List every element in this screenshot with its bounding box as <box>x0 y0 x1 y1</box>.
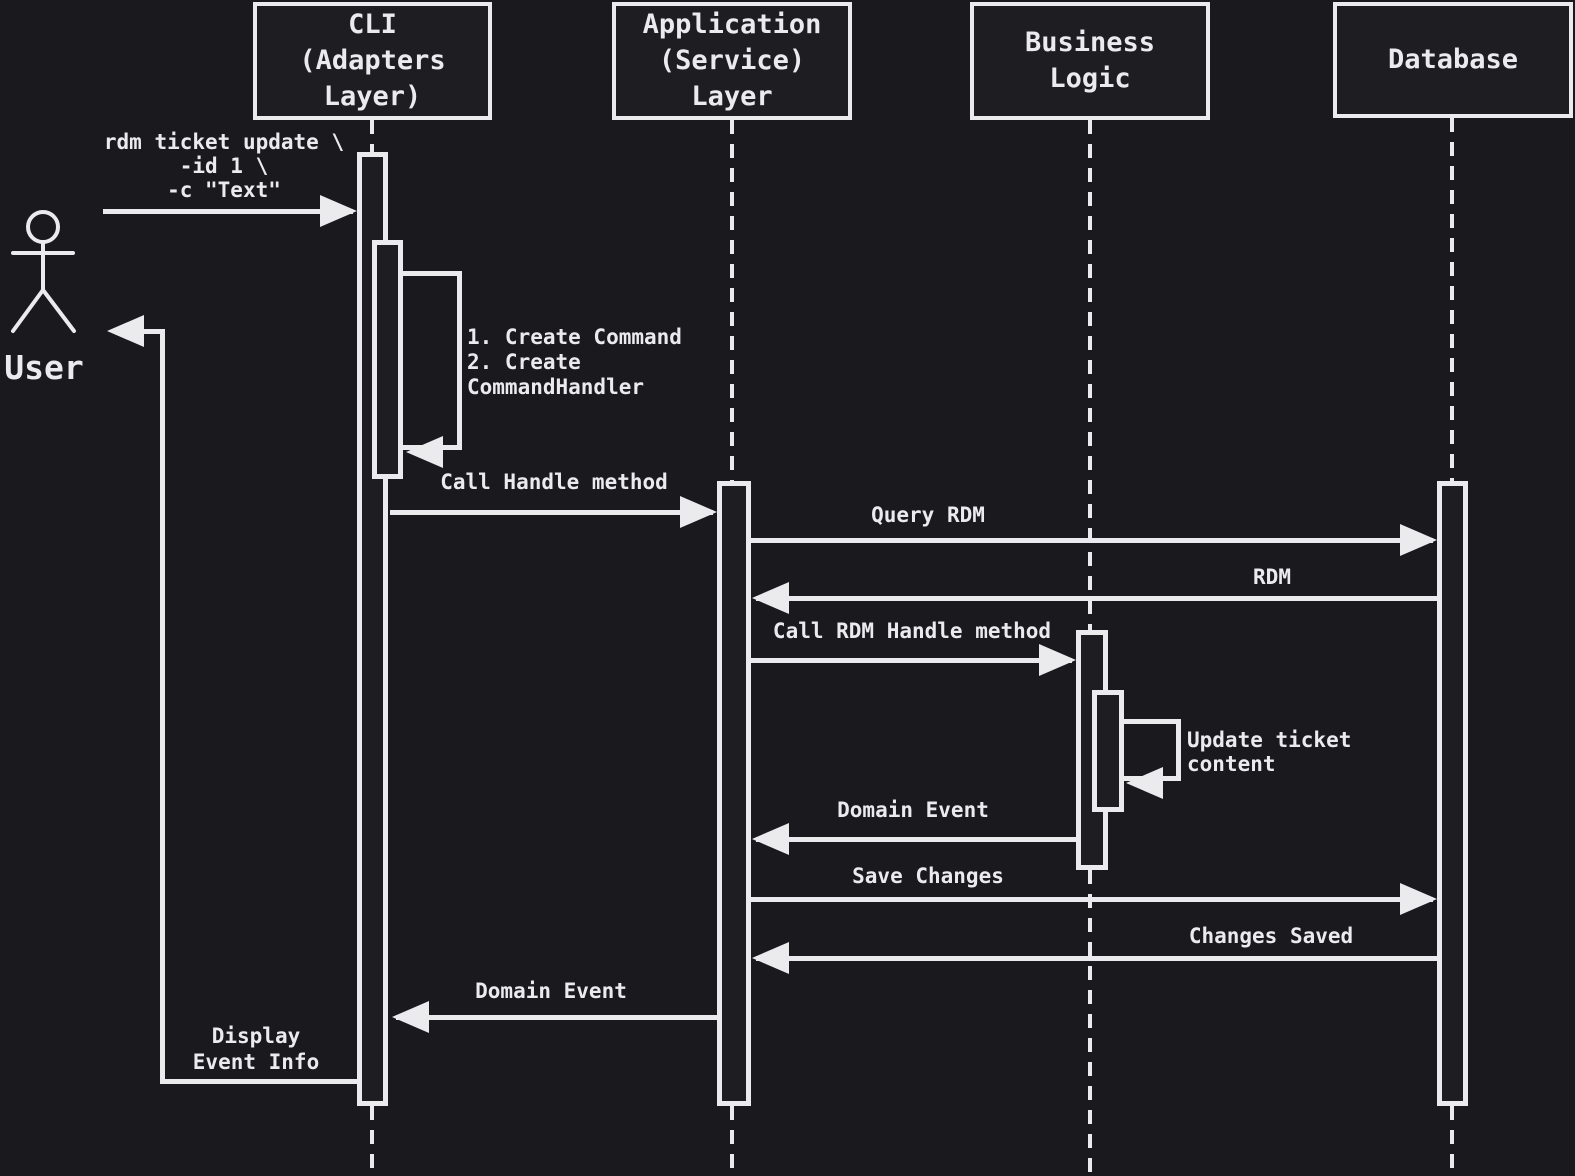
participant-title-line: (Service) <box>658 45 806 76</box>
message-label-domain-event-app: Domain Event <box>837 798 989 822</box>
activation-business-logic-nested <box>1092 690 1124 812</box>
label-line: rdm ticket update \ <box>103 130 345 154</box>
message-label-domain-event-cli: Domain Event <box>475 979 627 1003</box>
label-line: Update ticket <box>1187 728 1352 752</box>
lifeline-business-logic <box>1088 870 1092 1176</box>
arrowhead <box>392 1001 429 1033</box>
lifeline-business-logic <box>1088 120 1092 630</box>
activation-database <box>1437 481 1468 1106</box>
message-label-call-handle: Call Handle method <box>440 470 668 494</box>
message-arrow-domain-event-cli <box>396 1015 717 1020</box>
label-line: CommandHandler <box>467 375 645 399</box>
participant-title-line: Application <box>642 9 822 40</box>
label-line: Display <box>211 1024 301 1048</box>
message-path-display-horizontal <box>160 1079 357 1084</box>
label-line: -id 1 \ <box>179 154 269 178</box>
arrowhead <box>1039 644 1076 676</box>
participant-title-line: CLI <box>348 9 397 40</box>
arrowhead <box>320 195 357 227</box>
message-arrow-query-rdm <box>751 538 1433 543</box>
participant-title-line: Business <box>1024 27 1156 58</box>
label-line: -c "Text" <box>167 178 281 202</box>
participant-title-line: Layer) <box>323 81 422 112</box>
message-path-display-vertical <box>160 329 165 1084</box>
message-arrow-save-changes <box>751 897 1433 902</box>
participant-title-line: Logic <box>1049 63 1131 94</box>
participant-title-line: Layer <box>691 81 773 112</box>
arrowhead <box>680 496 717 528</box>
message-label-save-changes: Save Changes <box>852 864 1004 888</box>
arrowhead <box>752 582 789 614</box>
arrowhead <box>752 942 789 974</box>
message-arrow-call-handle <box>390 510 713 515</box>
participant-title-line: Database <box>1387 44 1519 75</box>
participant-cli: CLI (Adapters Layer) <box>253 2 492 120</box>
label-line: Event Info <box>192 1050 320 1074</box>
lifeline-cli <box>370 1106 374 1176</box>
message-label-rdm: RDM <box>1253 565 1291 589</box>
lifeline-database <box>1450 118 1454 481</box>
user-actor-figure <box>11 210 76 333</box>
message-label-query-rdm: Query RDM <box>871 503 985 527</box>
message-label-user-command: rdm ticket update \ -id 1 \ -c "Text" <box>104 130 344 202</box>
message-arrow-rdm <box>756 596 1437 601</box>
lifeline-database <box>1450 1106 1454 1176</box>
user-actor-label: User <box>4 348 84 387</box>
activation-application <box>717 481 751 1106</box>
self-call-cli <box>403 271 462 450</box>
participant-database: Database <box>1333 2 1573 118</box>
message-label-cli-self: 1. Create Command 2. Create CommandHandl… <box>467 325 682 400</box>
label-line: content <box>1187 752 1276 776</box>
activation-cli-nested <box>372 240 403 479</box>
arrowhead <box>1400 524 1437 556</box>
message-arrow-user-command <box>103 209 353 214</box>
label-line: 2. Create <box>467 350 581 374</box>
participant-title-line: (Adapters <box>299 45 446 76</box>
message-label-update-ticket: Update ticket content <box>1187 728 1351 776</box>
participant-application: Application (Service) Layer <box>612 2 852 120</box>
message-label-call-rdm-handle: Call RDM Handle method <box>772 619 1052 643</box>
message-arrow-call-rdm-handle <box>751 658 1072 663</box>
arrowhead <box>107 315 144 347</box>
message-arrow-domain-event-app <box>756 837 1076 842</box>
arrowhead <box>406 436 443 468</box>
message-arrow-changes-saved <box>756 956 1437 961</box>
lifeline-application <box>730 120 734 481</box>
lifeline-cli <box>370 120 374 154</box>
arrowhead <box>1400 883 1437 915</box>
message-label-changes-saved: Changes Saved <box>1188 924 1354 948</box>
message-label-display-event-info: Display Event Info <box>193 1023 319 1075</box>
label-line: 1. Create Command <box>467 325 682 349</box>
message-path-display-stub <box>130 329 163 334</box>
lifeline-application <box>730 1106 734 1176</box>
participant-business-logic: Business Logic <box>970 2 1210 120</box>
arrowhead <box>1126 767 1163 799</box>
arrowhead <box>752 823 789 855</box>
